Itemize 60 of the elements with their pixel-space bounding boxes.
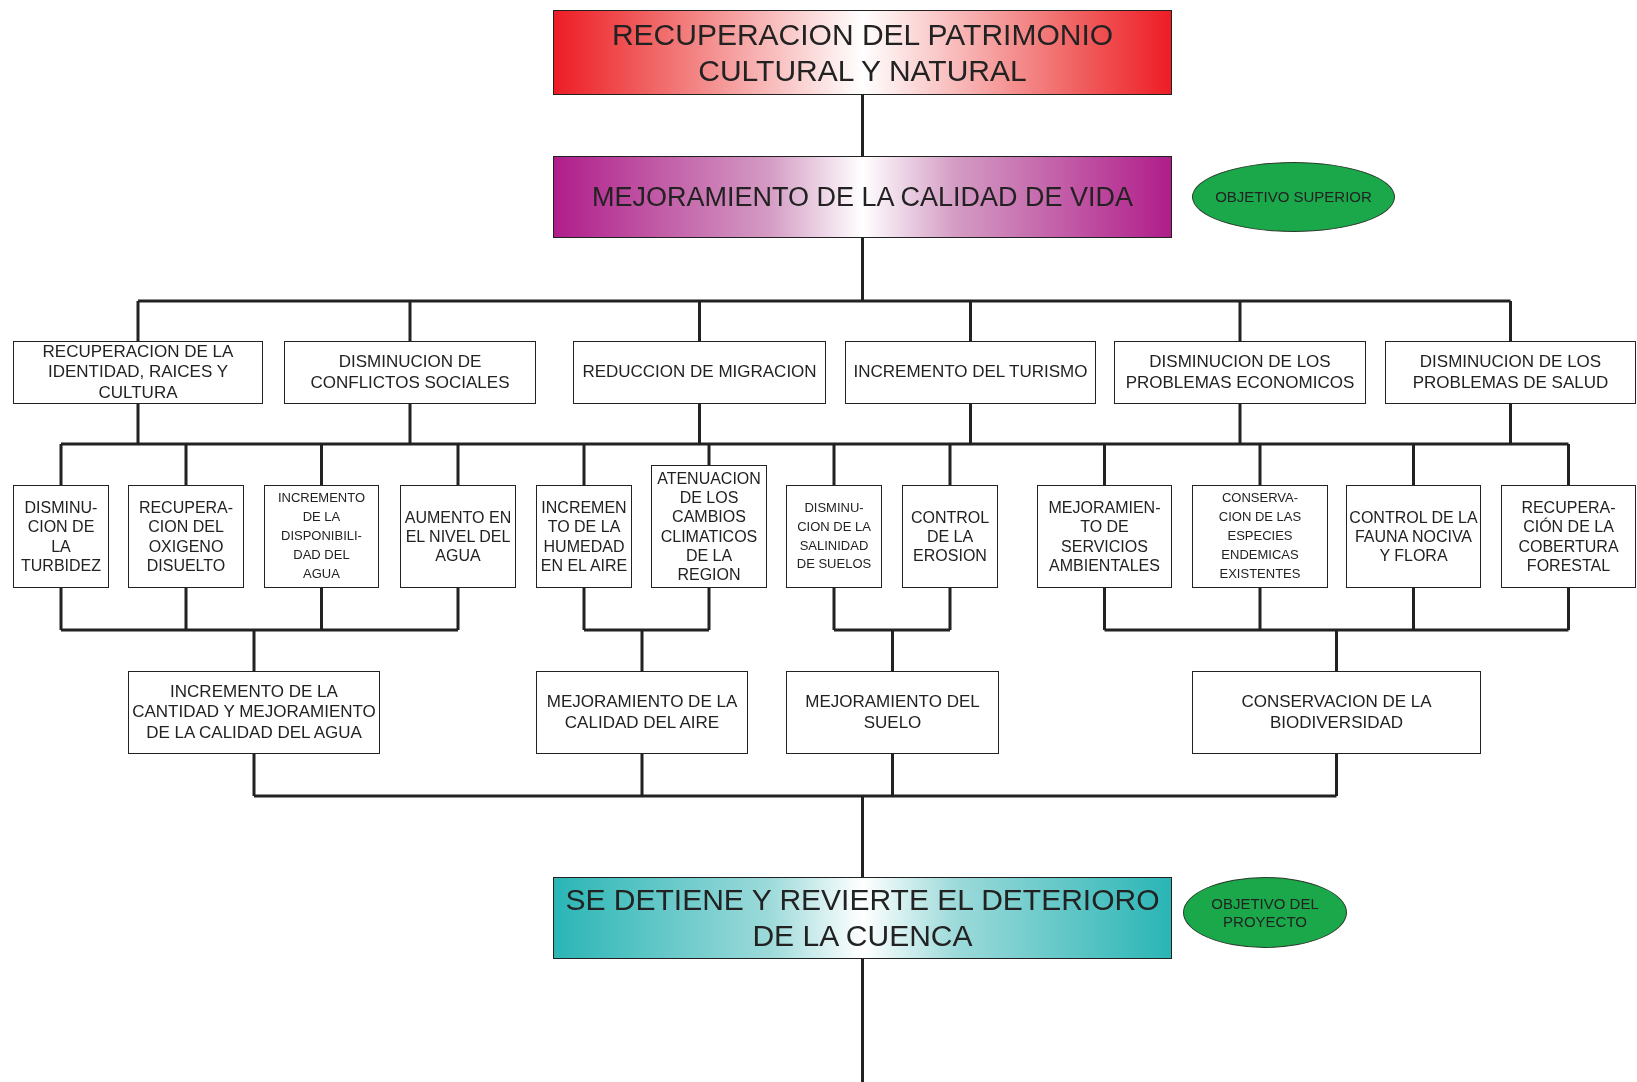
objective-box [284, 341, 536, 404]
node-text: DISMINUCION DE CONFLICTOS SOCIALES [309, 352, 511, 393]
connector-line [59, 586, 460, 673]
node-text: CONTROL DE LA FAUNA NOCIVA Y FLORA [1349, 507, 1478, 566]
connector-line [861, 95, 864, 156]
node-text: MEJORAMIENTO DE LA CALIDAD DEL AIRE [545, 692, 739, 733]
node-text: OBJETIVO SUPERIOR [1215, 188, 1372, 206]
objective-box [573, 341, 826, 404]
node-text: RECUPERA- CION DEL OXIGENO DISUELTO [137, 498, 235, 575]
node-text: CONTROL DE LA EROSION [909, 507, 991, 566]
objective-box [13, 341, 263, 404]
node-text: DISMINU- CION DE LA SALINIDAD DE SUELOS [795, 498, 873, 574]
node-text: INCREMENTO DEL TURISMO [853, 362, 1088, 383]
objective-box [1192, 485, 1328, 588]
node-text: DISMINU- CION DE LA TURBIDEZ [20, 498, 102, 575]
objective-box [400, 485, 516, 588]
node-text: AUMENTO EN EL NIVEL DEL AGUA [403, 507, 513, 566]
node-text: INCREMENTO DE LA CANTIDAD Y MEJORAMIENTO DE LA CALIDAD DEL AGUA [131, 681, 377, 744]
node-text: OBJETIVO DEL PROYECTO [1210, 894, 1320, 931]
node-text: MEJORAMIEN- TO DE SERVICIOS AMBIENTALES [1047, 498, 1162, 575]
objective-box [264, 485, 379, 588]
node-text: RECUPERACION DEL PATRIMONIO CULTURAL Y NATURAL [610, 16, 1115, 89]
goal-box [553, 877, 1172, 959]
node-text: INCREMEN TO DE LA HUMEDAD EN EL AIRE [539, 498, 629, 575]
node-text: CONSERVACION DE LA BIODIVERSIDAD [1240, 692, 1433, 733]
objective-box [536, 485, 632, 588]
objective-box [128, 671, 380, 754]
node-text: MEJORAMIENTO DEL SUELO [804, 692, 981, 733]
connector-line [59, 402, 1570, 487]
node-text: MEJORAMIENTO DE LA CALIDAD DE VIDA [591, 180, 1134, 214]
node-text: DISMINUCION DE LOS PROBLEMAS ECONOMICOS [1124, 352, 1356, 393]
objective-box [1385, 341, 1636, 404]
node-text: REDUCCION DE MIGRACION [582, 362, 817, 383]
node-text: CONSERVA- CION DE LAS ESPECIES ENDEMICAS EXISTENTES [1217, 489, 1303, 583]
node-text: INCREMENTO DE LA DISPONIBILI- DAD DEL AGUA [276, 489, 367, 583]
connector-line [1103, 586, 1570, 673]
node-text: SE DETIENE Y REVIERTE EL DETERIORO DE LA CUENCA [564, 882, 1161, 954]
connector-line [252, 752, 1338, 879]
objective-box [128, 485, 244, 588]
objective-box [1114, 341, 1366, 404]
connector-line [582, 586, 711, 673]
connector-line [136, 236, 1512, 343]
connector-line [861, 959, 864, 1082]
objective-box [902, 485, 998, 588]
objective-box [13, 485, 109, 588]
node-text: DISMINUCION DE LOS PROBLEMAS DE SALUD [1411, 352, 1610, 393]
node-text: RECUPERACION DE LA IDENTIDAD, RAICES Y CULTURA [41, 341, 235, 404]
objective-box [786, 485, 882, 588]
connector-line [832, 586, 952, 673]
objective-box [1501, 485, 1636, 588]
objective-box [536, 671, 748, 754]
objective-box [1037, 485, 1172, 588]
goal-box [553, 156, 1172, 238]
node-text: RECUPERA- CIÓN DE LA COBERTURA FORESTAL [1517, 498, 1620, 575]
objective-box [845, 341, 1096, 404]
objective-box [1192, 671, 1481, 754]
objective-box [1346, 485, 1481, 588]
node-text: ATENUACION DE LOS CAMBIOS CLIMATICOS DE LA REGION [656, 468, 762, 585]
objective-box [786, 671, 999, 754]
goal-box [553, 10, 1172, 95]
